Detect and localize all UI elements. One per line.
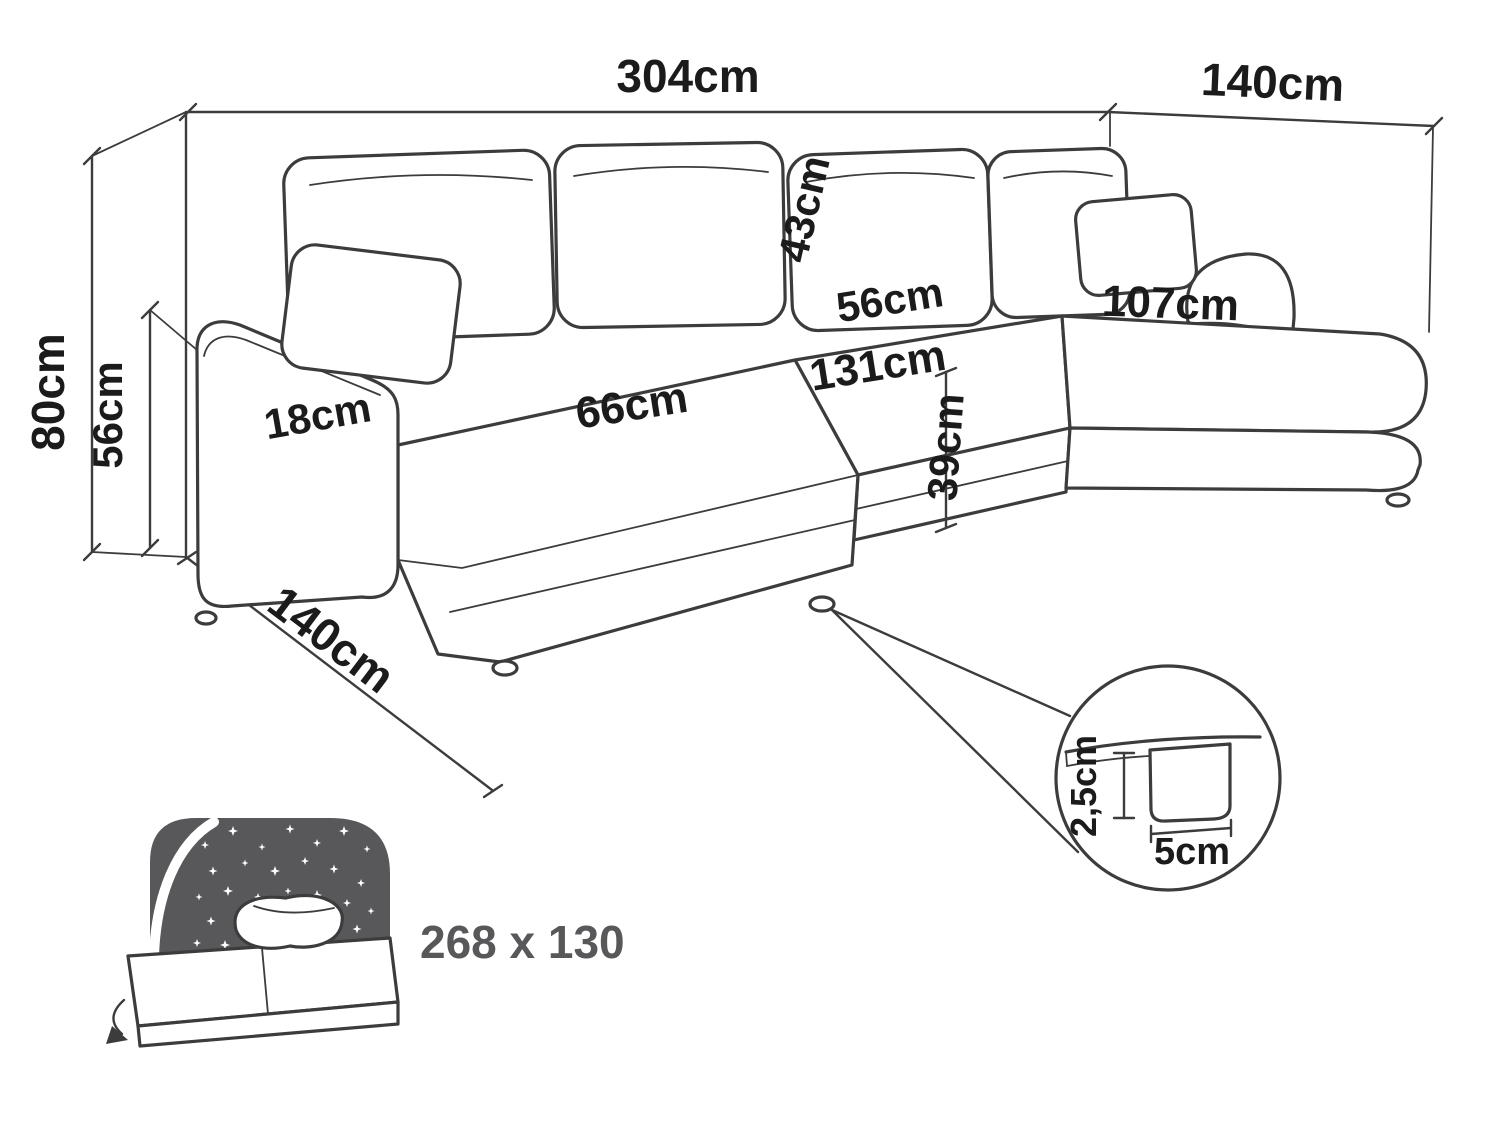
right-small-pillow — [1074, 193, 1198, 297]
dim-line-right-depth — [1106, 110, 1436, 128]
frame-connector — [91, 551, 187, 558]
sofa-base-edge — [1064, 735, 1262, 754]
unfold-arrow-head — [106, 1026, 128, 1044]
left-armrest-leg — [194, 610, 218, 626]
tick — [934, 366, 958, 378]
cushion-crease — [573, 165, 769, 177]
right-chaise-top — [1060, 314, 1428, 434]
cushion-crease — [805, 171, 975, 183]
left-armrest — [194, 320, 400, 626]
dim-right-seat-length: 107cm — [1101, 277, 1240, 331]
sleeping-function-icon — [106, 817, 400, 1048]
unfold-arrow — [112, 998, 126, 1036]
tick — [140, 300, 160, 320]
leg-width-line — [1149, 826, 1233, 836]
left-small-pillow — [280, 243, 462, 385]
mattress-fold-line — [261, 947, 269, 1015]
left-chaise-leg-right — [808, 595, 836, 613]
frame-right-drop — [1428, 127, 1434, 333]
left-chaise-body — [396, 358, 860, 664]
dim-backrest-height: 56cm — [84, 361, 131, 468]
right-chaise-front — [1064, 426, 1422, 493]
icon-pillow — [233, 893, 344, 950]
left-chaise-leg-front — [491, 659, 519, 677]
measurement-frame — [82, 102, 1444, 799]
leg-dimension-marks — [1112, 751, 1233, 844]
dim-seat-height: 39cm — [918, 392, 972, 502]
dim-overall-width: 304cm — [616, 50, 759, 102]
tick — [82, 146, 102, 166]
left-armrest-body — [195, 320, 400, 609]
left-chaise-seam — [449, 519, 856, 613]
tick — [178, 102, 198, 122]
tick — [1424, 116, 1444, 136]
tick — [82, 542, 102, 562]
sofa-leg-shape — [1148, 742, 1232, 823]
back-cushion-2 — [553, 140, 787, 330]
middle-seat — [793, 314, 1072, 542]
dimension-labels: 304cm 140cm 80cm 56cm 18cm 66cm 43cm 56c… — [22, 50, 1345, 968]
tick — [140, 538, 160, 558]
cushion-crease — [309, 174, 533, 186]
cushion-crease — [1003, 170, 1113, 179]
dim-leg-width: 5cm — [1154, 831, 1230, 873]
tick — [176, 550, 198, 566]
middle-seam — [855, 460, 1069, 510]
dim-overall-height: 80cm — [22, 333, 74, 451]
tick — [482, 783, 504, 799]
left-chaise — [396, 358, 860, 677]
dim-leg-height: 2,5cm — [1063, 735, 1104, 837]
magnifier-leader-line — [830, 608, 1072, 718]
right-chaise — [1060, 314, 1428, 508]
tick — [1098, 102, 1118, 122]
left-chaise-top-edge — [397, 474, 859, 569]
leg-detail-magnifier — [830, 608, 1282, 892]
moon-crescent — [149, 817, 219, 961]
sofa-drawing — [194, 140, 1428, 677]
seat-height-dimension — [934, 366, 958, 534]
magnifier-leader-line — [830, 608, 1080, 854]
frame-connector — [91, 111, 187, 157]
tick — [934, 522, 958, 534]
sleeping-area-dimensions: 268 x 130 — [420, 916, 625, 968]
mattress-front — [136, 1000, 400, 1048]
icon-pillow-crease — [253, 905, 335, 914]
right-chaise-leg — [1385, 492, 1411, 508]
dim-right-depth: 140cm — [1200, 53, 1345, 111]
left-armrest-roll — [203, 335, 381, 396]
sofa-base-thickness — [1065, 751, 1151, 768]
frame-connector — [149, 309, 198, 351]
